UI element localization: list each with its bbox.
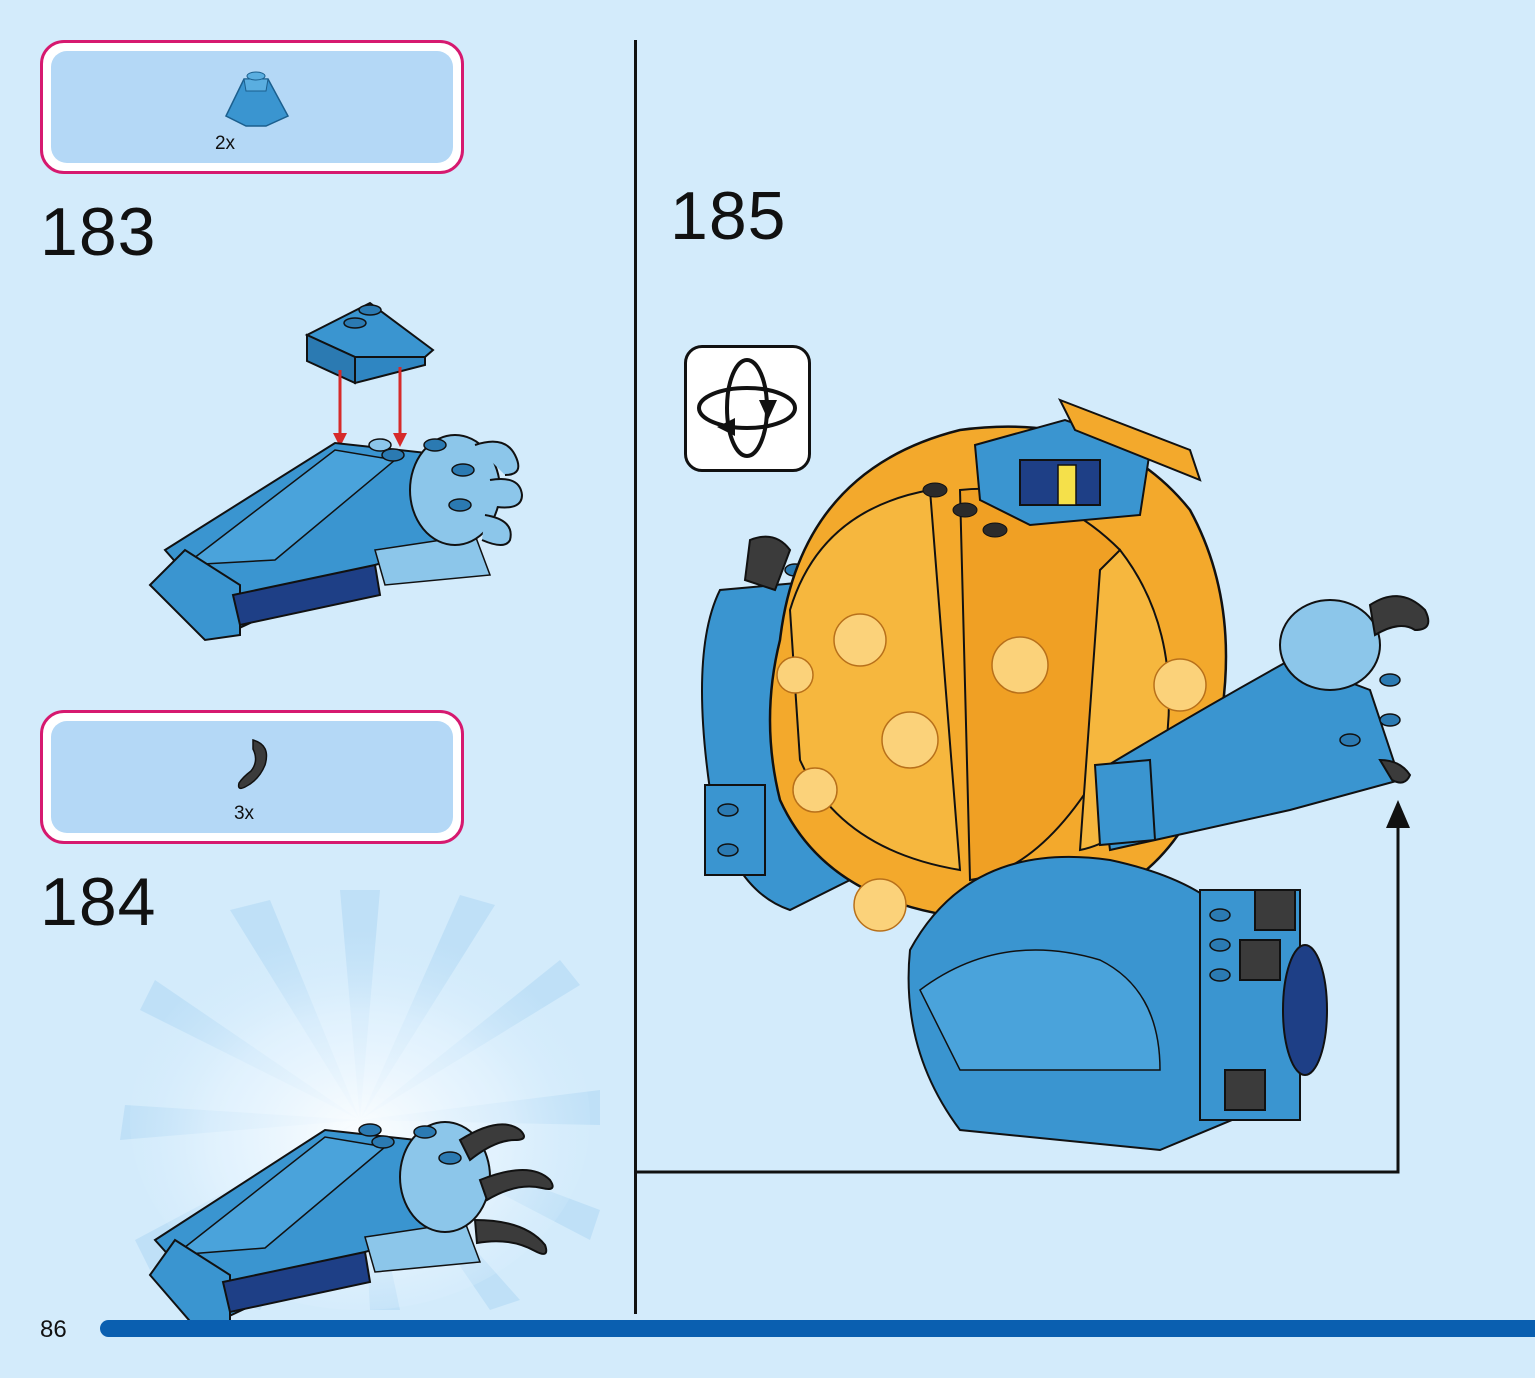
step-184-illustration [120,890,600,1329]
parts-callout-inner: 3x [51,721,453,833]
column-divider [634,40,637,1314]
orange-body [768,398,1228,932]
page-number: 86 [40,1316,67,1343]
attach-arrow [636,800,1410,1174]
falling-wedge-piece [304,301,435,385]
arm-assembly-completed [148,1121,554,1329]
step-number-185: 185 [670,178,787,254]
placement-arrows [333,367,407,447]
rotate-model-icon [684,345,811,472]
part-quantity: 2x [214,133,236,154]
step-183-illustration [148,301,524,642]
bottom-arm [907,856,1328,1152]
arm-assembly [148,434,524,642]
step-number-184: 184 [40,864,157,940]
step-185-illustration [701,398,1430,1152]
progress-bar [100,1320,1535,1337]
right-arm [1093,595,1430,852]
parts-callout-inner: 2x [51,51,453,163]
part-quantity: 3x [233,803,255,824]
parts-callout-184: 3x [40,710,464,844]
wedge-slope-part-image [225,71,290,127]
step-number-183: 183 [40,194,157,270]
parts-callout-183: 2x [40,40,464,174]
claw-part-image [237,739,268,790]
